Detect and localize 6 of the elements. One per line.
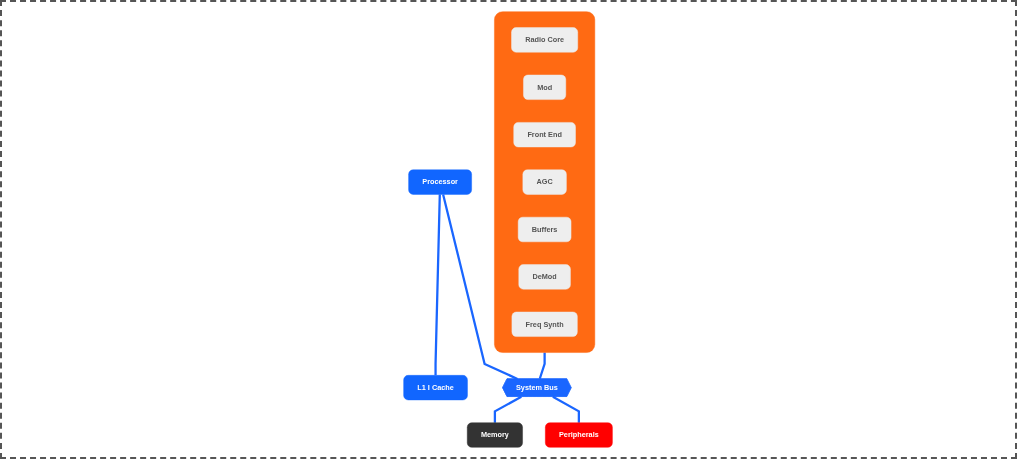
connector bbox=[434, 194, 442, 376]
connector bbox=[494, 395, 523, 423]
cluster bbox=[494, 11, 596, 353]
connector bbox=[552, 395, 581, 423]
connector bbox=[539, 352, 547, 380]
connector bbox=[442, 194, 519, 380]
